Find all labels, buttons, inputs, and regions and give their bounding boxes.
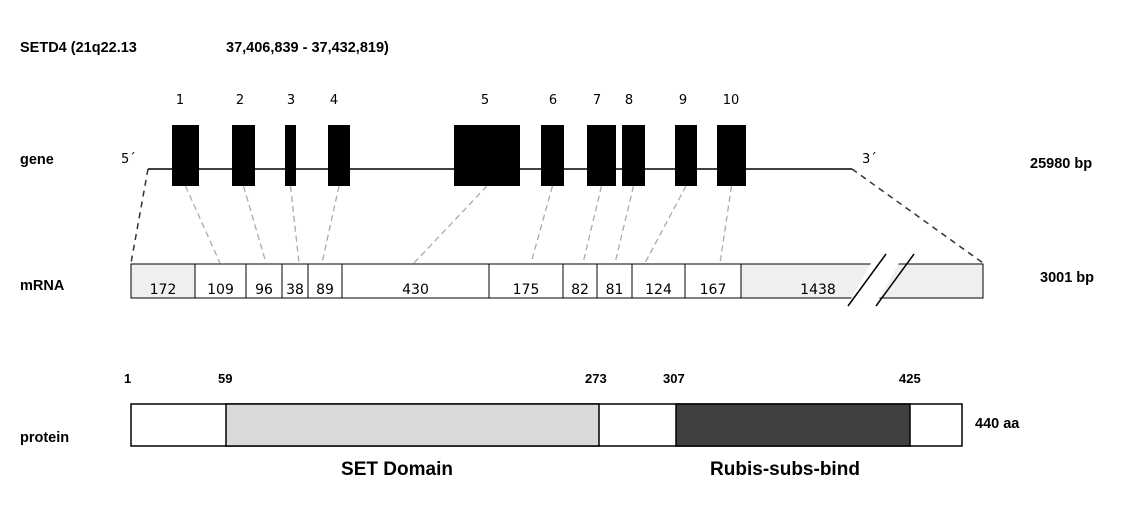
- exon-number-4: 4: [330, 93, 338, 108]
- rubis-subs-bind-label: Rubis-subs-bind: [710, 459, 860, 480]
- exon-number-group: 1 2 3 4 5 6 7 8 9 10: [176, 93, 739, 108]
- protein-position-59: 59: [218, 371, 232, 386]
- protein-row-label: protein: [20, 430, 69, 446]
- exon-connector-6: [530, 185, 554, 264]
- mrna-length-label: 3001 bp: [1040, 270, 1094, 286]
- protein-track: 1 59 273 307 425 440 aa SET Domain Rubis…: [124, 371, 1020, 480]
- exon-to-mrna-connectors: [184, 185, 733, 264]
- exon-number-3: 3: [287, 93, 295, 108]
- set-domain-label: SET Domain: [341, 459, 453, 480]
- exon-10: [717, 125, 746, 186]
- mrna-break-slash-1: [847, 253, 887, 307]
- exon-number-10: 10: [723, 93, 740, 108]
- exon-7: [587, 125, 616, 186]
- exon-connector-5: [413, 185, 488, 264]
- mrna-row-label: mRNA: [20, 278, 65, 294]
- exon-6: [541, 125, 564, 186]
- exon-8: [622, 125, 645, 186]
- protein-position-273: 273: [585, 371, 607, 386]
- gene-track: 5´ 3´ 25980 bp 1 2 3 4 5 6 7 8 9 10: [121, 93, 1092, 186]
- genomic-coordinates: 37,406,839 - 37,432,819): [226, 40, 389, 56]
- rubis-subs-bind-box: [675, 403, 911, 447]
- mrna-segment-label: 109: [207, 282, 234, 298]
- mrna-break-slash-2: [875, 253, 915, 307]
- mrna-segment-label: 38: [286, 282, 304, 298]
- five-prime-dashed-connector: [130, 168, 149, 264]
- exon-9: [675, 125, 697, 186]
- exon-number-7: 7: [593, 93, 601, 108]
- protein-length-label: 440 aa: [975, 416, 1020, 432]
- protein-position-307: 307: [663, 371, 685, 386]
- mrna-segment-label: 81: [606, 282, 624, 298]
- set-domain-box: [225, 403, 600, 447]
- mrna-segment-dividers: [194, 264, 686, 298]
- exon-number-6: 6: [549, 93, 557, 108]
- mrna-segment-label: 124: [645, 282, 672, 298]
- mrna-segment-label: 430: [402, 282, 429, 298]
- five-prime-label: 5´: [121, 152, 136, 167]
- gene-length-label: 25980 bp: [1030, 156, 1092, 172]
- gene-row-label: gene: [20, 152, 54, 168]
- exon-number-1: 1: [176, 93, 184, 108]
- protein-position-1: 1: [124, 371, 131, 386]
- exon-connector-9: [644, 185, 687, 264]
- exon-2: [232, 125, 255, 186]
- exon-connector-8: [614, 185, 635, 264]
- mrna-segment-label: 96: [255, 282, 273, 298]
- exon-connector-2: [242, 185, 267, 264]
- exon-4: [328, 125, 350, 186]
- exon-connector-3: [289, 185, 300, 264]
- mrna-segment-labels: 172 109 96 38 89 430 175 82 81 124 167 1438: [150, 282, 836, 298]
- mrna-coding-region: [194, 263, 742, 299]
- exon-number-2: 2: [236, 93, 244, 108]
- three-prime-dashed-connector: [851, 168, 984, 264]
- mrna-break-gap: [848, 258, 902, 304]
- gene-locus-label: SETD4 (21q22.13: [20, 40, 137, 56]
- exon-1: [172, 125, 199, 186]
- exon-connector-4: [321, 185, 340, 264]
- mrna-segment-label: 89: [316, 282, 334, 298]
- exon-connector-1: [184, 185, 221, 264]
- exon-number-8: 8: [625, 93, 633, 108]
- mrna-segment-label: 167: [700, 282, 727, 298]
- exon-3: [285, 125, 296, 186]
- mrna-track: 172 109 96 38 89 430 175 82 81 124 167 1438 3001 bp: [130, 253, 1094, 307]
- mrna-segment-label: 82: [571, 282, 589, 298]
- three-prime-label: 3´: [862, 152, 877, 167]
- exon-group: [172, 125, 746, 186]
- protein-position-425: 425: [899, 371, 921, 386]
- exon-connector-10: [719, 185, 733, 264]
- mrna-segment-label: 175: [513, 282, 540, 298]
- mrna-segment-label: 172: [150, 282, 177, 298]
- exon-number-5: 5: [481, 93, 489, 108]
- mrna-segment-label: 1438: [800, 282, 836, 298]
- exon-connector-7: [582, 185, 603, 264]
- exon-number-9: 9: [679, 93, 687, 108]
- exon-5: [454, 125, 520, 186]
